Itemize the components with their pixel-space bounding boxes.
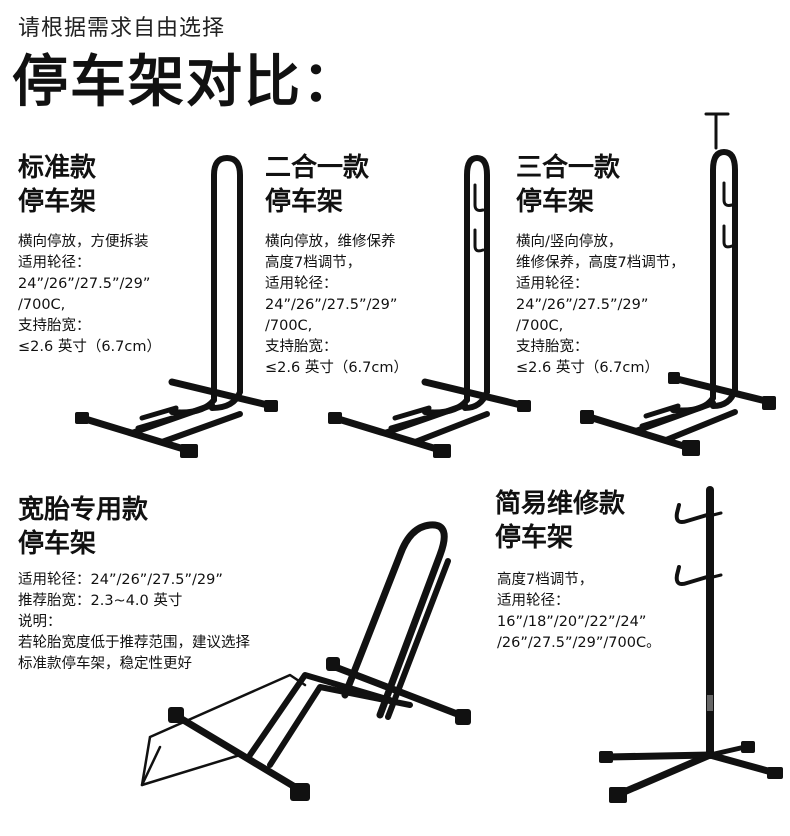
repair-stand-image (599, 486, 783, 803)
desc-line: 24”/26”/27.5”/29” (265, 297, 398, 313)
page-subtitle: 请根据需求自由选择 (18, 16, 226, 41)
product-title-line: 停车架 (495, 522, 574, 553)
desc-line: 维修保养，高度7档调节， (516, 255, 685, 271)
product-standard-desc: 横向停放，方便拆装 适用轮径： 24”/26”/27.5”/29” /700C,… (18, 232, 161, 358)
desc-line: 横向停放，维修保养 (265, 234, 396, 250)
desc-line: /700C, (18, 297, 66, 313)
desc-line: 适用轮径： (516, 276, 589, 292)
product-title-line: 宽胎专用款 (18, 495, 149, 525)
desc-line: 横向/竖向停放， (516, 234, 623, 250)
product-wide-tire-title: 宽胎专用款 停车架 (18, 494, 148, 562)
product-title-line: 标准款 (18, 153, 97, 183)
product-title-line: 二合一款 (265, 153, 370, 183)
product-repair-title: 简易维修款 停车架 (495, 488, 625, 556)
desc-line: ≤2.6 英寸（6.7cm） (18, 339, 161, 355)
desc-line: 若轮胎宽度低于推荐范围，建议选择 (18, 635, 250, 651)
desc-line: 高度7档调节， (265, 255, 362, 271)
desc-line: 支持胎宽： (18, 318, 91, 334)
desc-line: /700C, (265, 318, 313, 334)
2in1-stand-image (328, 155, 531, 458)
product-title-line: 停车架 (18, 186, 97, 217)
desc-line: 高度7档调节， (497, 572, 594, 588)
product-3in1-title: 三合一款 停车架 (516, 152, 620, 220)
product-3in1-desc: 横向/竖向停放， 维修保养，高度7档调节， 适用轮径： 24”/26”/27.5… (516, 232, 685, 379)
desc-line: 推荐胎宽：2.3~4.0 英寸 (18, 593, 183, 609)
product-title-line: 停车架 (18, 528, 97, 559)
wide-tire-stand-image (140, 521, 471, 801)
desc-line: ≤2.6 英寸（6.7cm） (265, 360, 408, 376)
desc-line: 支持胎宽： (516, 339, 589, 355)
desc-line: 横向停放，方便拆装 (18, 234, 149, 250)
product-title-line: 停车架 (516, 186, 595, 217)
desc-line: 适用轮径： (18, 255, 91, 271)
desc-line: 说明： (18, 614, 62, 630)
desc-line: 标准款停车架，稳定性更好 (18, 656, 192, 672)
desc-line: 支持胎宽： (265, 339, 338, 355)
standard-stand-image (75, 155, 278, 458)
desc-line: 16”/18”/20”/22”/24” (497, 614, 647, 630)
product-title-line: 简易维修款 (495, 489, 626, 519)
product-standard-title: 标准款 停车架 (18, 152, 96, 220)
product-title-line: 三合一款 (516, 153, 621, 183)
product-wide-tire-desc: 适用轮径：24”/26”/27.5”/29” 推荐胎宽：2.3~4.0 英寸 说… (18, 570, 250, 675)
product-2in1-desc: 横向停放，维修保养 高度7档调节， 适用轮径： 24”/26”/27.5”/29… (265, 232, 408, 379)
desc-line: 适用轮径： (265, 276, 338, 292)
desc-line: 24”/26”/27.5”/29” (18, 276, 151, 292)
product-repair-desc: 高度7档调节， 适用轮径： 16”/18”/20”/22”/24” /26”/2… (497, 570, 661, 654)
desc-line: 适用轮径： (497, 593, 570, 609)
product-title-line: 停车架 (265, 186, 344, 217)
desc-line: /26”/27.5”/29”/700C。 (497, 635, 661, 651)
3in1-stand-image (580, 112, 776, 456)
desc-line: ≤2.6 英寸（6.7cm） (516, 360, 659, 376)
desc-line: /700C, (516, 318, 564, 334)
product-2in1-title: 二合一款 停车架 (265, 152, 369, 220)
desc-line: 24”/26”/27.5”/29” (516, 297, 649, 313)
desc-line: 适用轮径：24”/26”/27.5”/29” (18, 572, 223, 588)
page-title: 停车架对比： (12, 50, 360, 115)
